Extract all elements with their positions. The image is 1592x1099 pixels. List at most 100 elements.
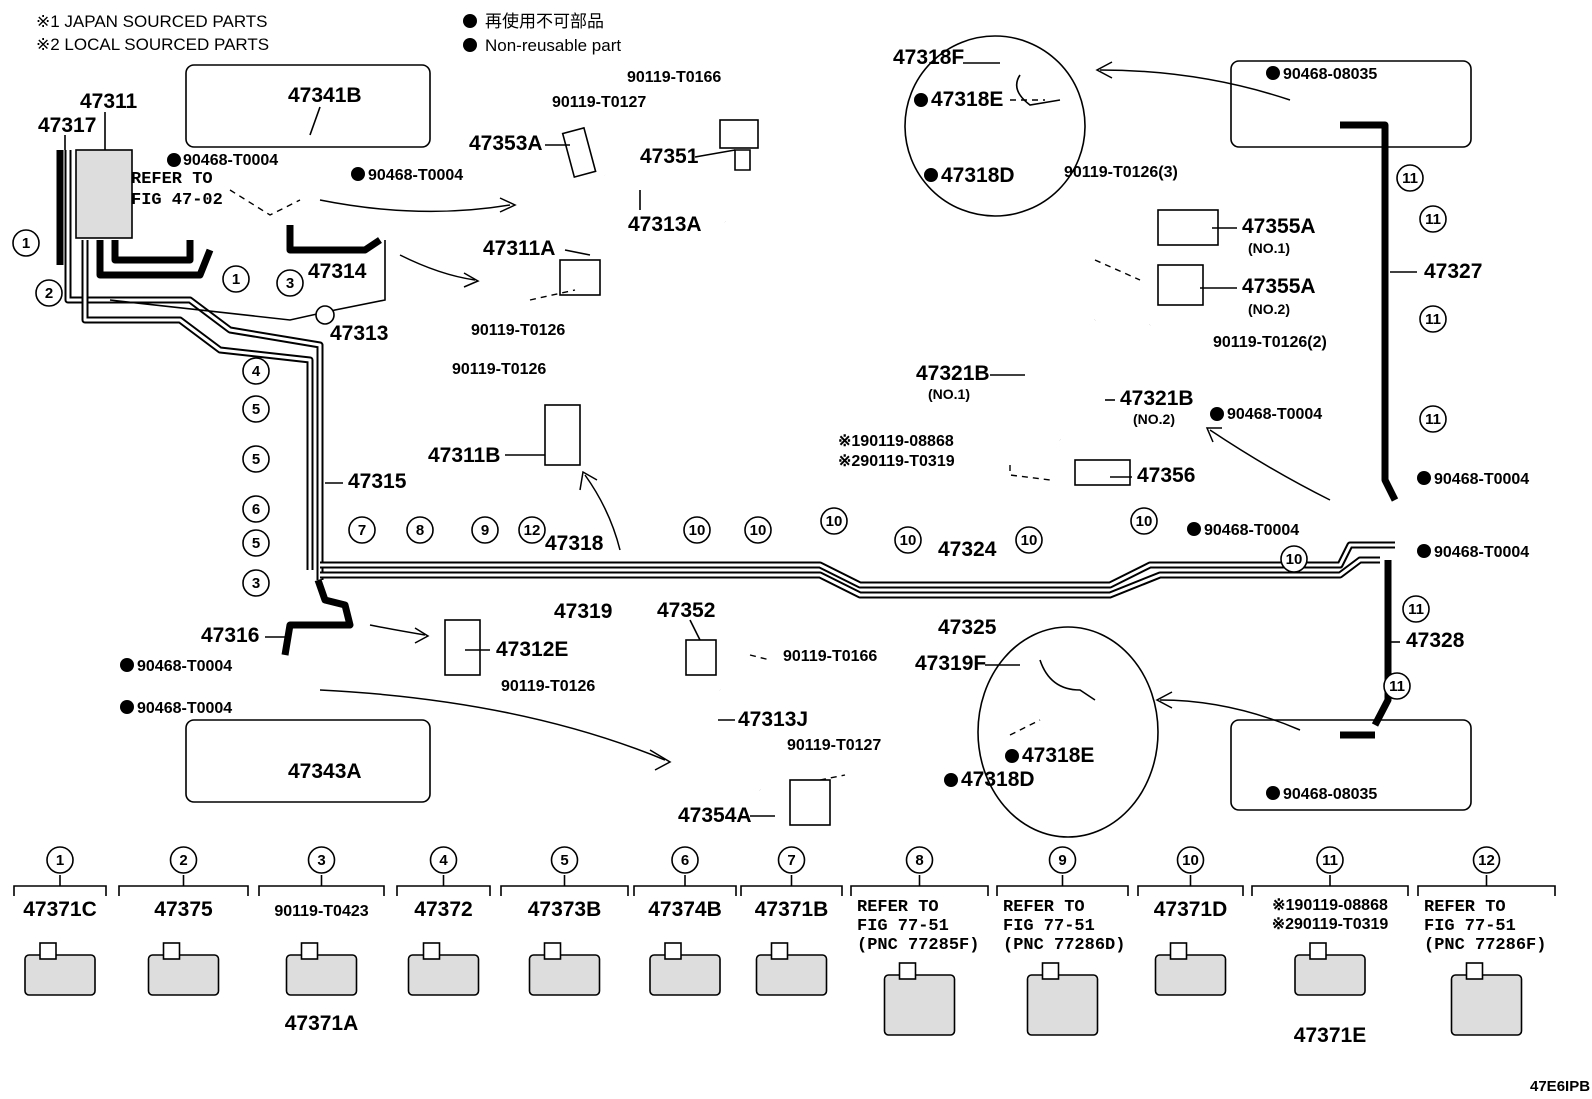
label-47314: 47314 [308, 260, 367, 283]
callout-10: 10 [1130, 507, 1158, 535]
svg-text:3: 3 [252, 575, 260, 592]
label-47313A: 47313A [628, 213, 702, 236]
callout-10: 10 [744, 516, 772, 544]
callout-circle [429, 846, 458, 874]
label-90468-08035: 90468-08035 [1283, 66, 1377, 83]
svg-text:4: 4 [252, 363, 261, 380]
callout-7: 7 [348, 516, 376, 544]
label-47351: 47351 [640, 145, 699, 168]
callout-11: 11 [1419, 205, 1447, 233]
label-47317: 47317 [38, 114, 96, 137]
label-47341B: 47341B [288, 84, 362, 107]
callout-circle [550, 846, 579, 874]
label-47319F: 47319F [915, 652, 986, 675]
callout-circle [1316, 846, 1344, 874]
non-reusable-dot-icon [463, 14, 477, 28]
callout-11: 11 [1419, 405, 1447, 433]
label-no1: (NO.1) [928, 386, 970, 402]
label-90119-T0126-3: 90119-T0126(3) [1064, 164, 1178, 181]
callout-10: 10 [820, 507, 848, 535]
callout-6: 6 [242, 495, 270, 523]
label-47356: 47356 [1137, 464, 1195, 487]
svg-text:5: 5 [252, 401, 260, 418]
callout-1: 1 [222, 265, 250, 293]
svg-text:11: 11 [1425, 311, 1441, 328]
part-labels: 4 7 3 11 47317 47341B 90468-T0004 90468-T00… [38, 46, 1529, 827]
clamp-number: 1 [56, 852, 64, 869]
svg-text:10: 10 [1136, 513, 1153, 530]
clamp-part-label: 47375 [154, 898, 213, 921]
callout-circle [905, 846, 934, 874]
label-90468-T0004: 90468-T0004 [1434, 471, 1529, 488]
label-90119-T0166: 90119-T0166 [783, 648, 877, 665]
clamp-number: 10 [1182, 852, 1199, 869]
clamp-part-label: (PNC 77286D) [1003, 936, 1125, 955]
label-90119-T0126-2: 90119-T0126(2) [1213, 334, 1327, 351]
label-47313J: 47313J [738, 708, 808, 731]
clamp-number: 6 [681, 852, 689, 869]
svg-text:10: 10 [689, 522, 706, 539]
svg-text:5: 5 [252, 451, 260, 468]
label-47318D: 47318D [941, 164, 1015, 187]
legend-japan-sourced: ※1 JAPAN SOURCED PARTS [36, 12, 268, 31]
svg-text:9: 9 [481, 522, 489, 539]
svg-text:2: 2 [45, 285, 53, 302]
callout-10: 10 [1280, 545, 1308, 573]
clamp-part-label: REFER TO [1003, 898, 1085, 917]
hoses-and-brackets [444, 74, 1219, 826]
label-47352: 47352 [657, 599, 715, 622]
callout-circle [1176, 846, 1205, 874]
clamp-number: 8 [915, 852, 923, 869]
leader-lines [64, 62, 1417, 817]
clamp-part-label: 47371E [1294, 1024, 1366, 1047]
label-47313: 47313 [330, 322, 388, 345]
label-47315: 47315 [348, 470, 407, 493]
svg-text:1: 1 [22, 235, 30, 252]
clamp-number: 7 [787, 852, 795, 869]
label-90468-08035: 90468-08035 [1283, 786, 1377, 803]
label-47325: 47325 [938, 616, 997, 639]
clamp-part-label: REFER TO [1424, 898, 1506, 917]
label-47318E: 47318E [931, 88, 1003, 111]
callouts: 1 1 2 3 3 4 5 5 5 6 7 8 9 12 10 10 10 10… [12, 164, 1447, 700]
clamp-illustration [755, 954, 828, 996]
callout-circle [777, 846, 806, 874]
callout-5: 5 [242, 445, 270, 473]
callout-5: 5 [242, 395, 270, 423]
legend-local-sourced: ※2 LOCAL SOURCED PARTS [36, 35, 269, 54]
svg-text:10: 10 [1286, 551, 1303, 568]
callout-circle [169, 846, 198, 874]
clamp-number: 11 [1322, 852, 1338, 869]
label-90468-T0004: 90468-T0004 [1204, 522, 1299, 539]
svg-text:10: 10 [1021, 532, 1038, 549]
svg-text:10: 10 [750, 522, 767, 539]
label-90468-T0004: 90468-T0004 [137, 700, 232, 717]
svg-text:11: 11 [1402, 170, 1418, 187]
callout-11: 11 [1419, 305, 1447, 333]
label-47318: 47318 [545, 532, 604, 555]
clamp-part-label: 90119-T0423 [274, 903, 368, 920]
clamp-number: 5 [560, 852, 568, 869]
clamp-number: 9 [1058, 852, 1066, 869]
clamp-number: 3 [317, 852, 325, 869]
svg-text:6: 6 [252, 501, 260, 518]
label-90119-T0127: 90119-T0127 [552, 94, 646, 111]
clamp-part-label: 47371C [23, 898, 97, 921]
detail-boxes [185, 35, 1472, 838]
label-90119-T0126: 90119-T0126 [452, 361, 546, 378]
clamp-illustration [24, 954, 96, 996]
clamp-part-label: (PNC 77285F) [857, 936, 979, 955]
clamp-number: 12 [1478, 852, 1495, 869]
svg-text:8: 8 [416, 522, 424, 539]
legend-non-reusable-jp: 再使用不可部品 [485, 11, 604, 31]
callout-11: 11 [1383, 672, 1411, 700]
callout-circle [1048, 846, 1077, 874]
label-47318F: 47318F [893, 46, 964, 69]
svg-text:11: 11 [1389, 678, 1405, 695]
label-47353A: 47353A [469, 132, 543, 155]
figure-id: 47E6IPB [1530, 1078, 1590, 1095]
